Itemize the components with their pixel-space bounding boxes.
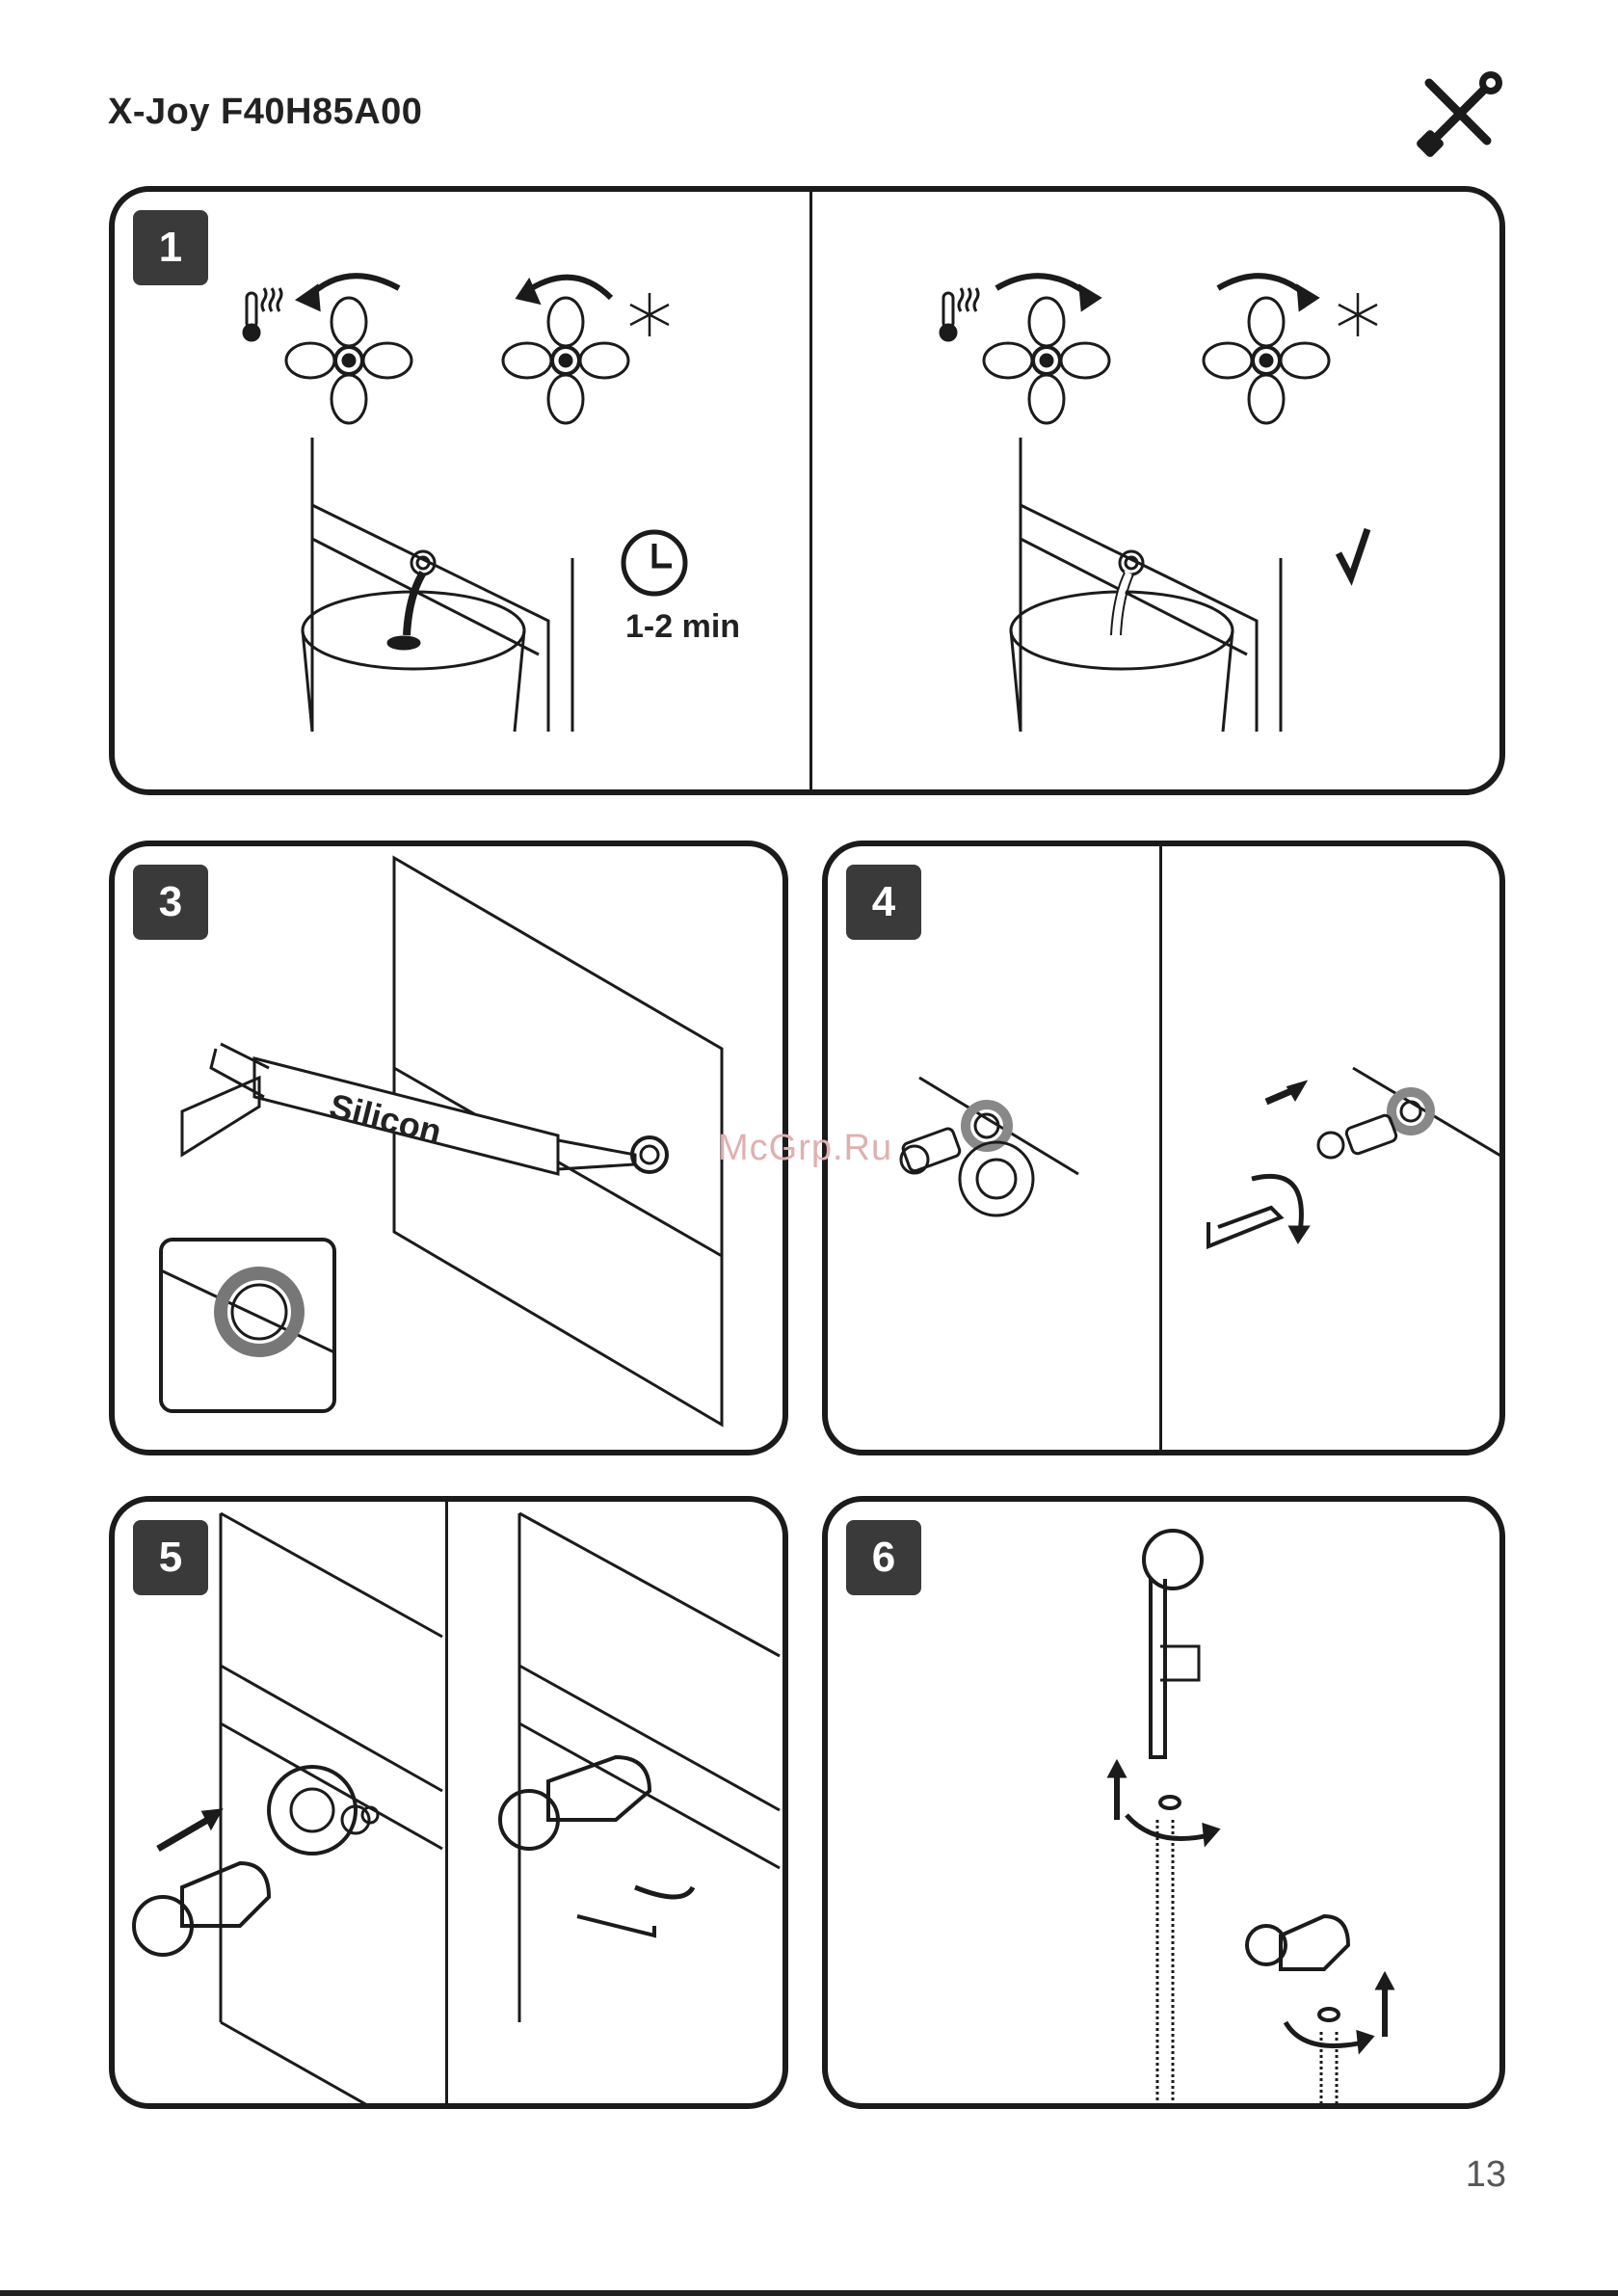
step-1-illustration <box>115 192 1505 795</box>
document-title: X-Joy F40H85A00 <box>108 92 422 133</box>
step-3-panel: 3 Silicon <box>109 841 788 1455</box>
fan-icon <box>503 298 628 423</box>
checkmark-icon <box>1339 529 1367 577</box>
thermometer-hot-icon <box>244 288 281 340</box>
hand-shower-icon <box>1144 1531 1202 1757</box>
wall-elbow-icon <box>1247 1916 1348 1969</box>
step-4-panel: 4 <box>822 841 1505 1455</box>
snowflake-icon <box>1339 293 1377 336</box>
step-3-illustration <box>115 846 788 1455</box>
footer-rule <box>0 2290 1618 2296</box>
thermometer-hot-icon <box>941 288 978 340</box>
step-6-illustration <box>828 1502 1505 2109</box>
fan-icon <box>286 298 411 423</box>
hex-key-icon <box>1208 1208 1281 1246</box>
wall-elbow-icon <box>182 1863 269 1926</box>
wrench-screwdriver-icon <box>1412 66 1508 162</box>
step-4-illustration <box>828 846 1505 1455</box>
step-1-panel: 1 <box>109 186 1505 795</box>
fan-icon <box>1204 298 1329 423</box>
step-6-panel: 6 <box>822 1496 1505 2109</box>
clock-icon <box>623 532 685 594</box>
step-5-panel: 5 <box>109 1496 788 2109</box>
watermark-text: McGrp.Ru <box>718 1128 892 1169</box>
fan-icon <box>984 298 1109 423</box>
snowflake-icon <box>630 293 669 336</box>
step-5-illustration <box>115 1502 788 2109</box>
page-number: 13 <box>1466 2154 1506 2196</box>
duration-label: 1-2 min <box>625 608 740 646</box>
